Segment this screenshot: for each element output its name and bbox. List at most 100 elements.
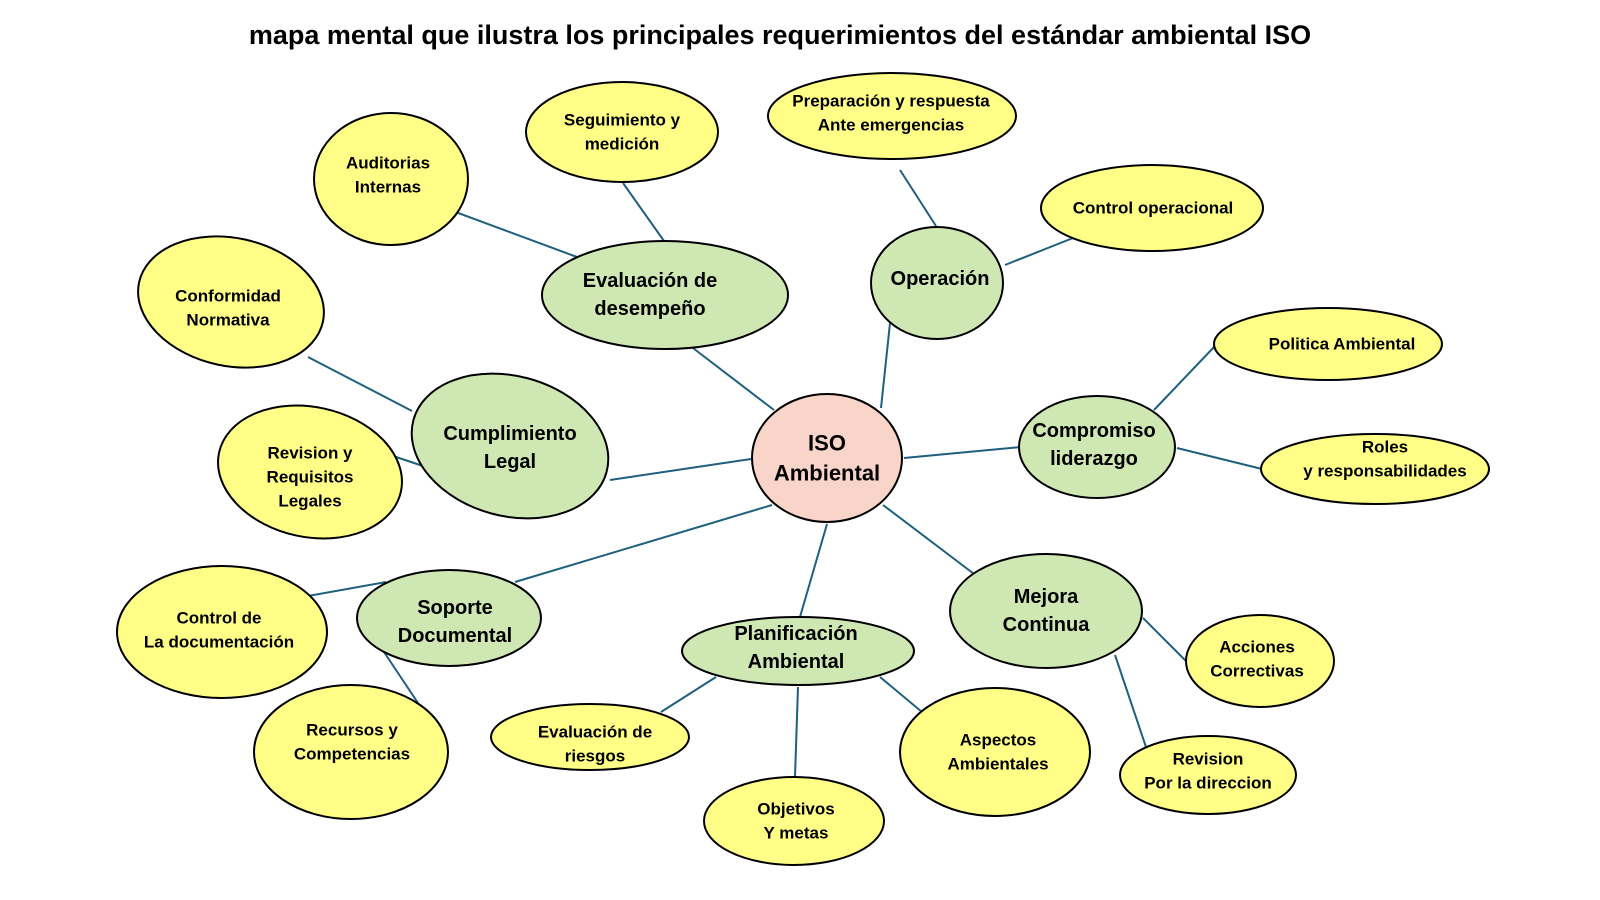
- leaf-label-line: Auditorias: [346, 154, 430, 173]
- branch-label-line: Mejora: [1014, 586, 1079, 608]
- branch-ellipse: [949, 553, 1143, 669]
- branch-label-line: Cumplimiento: [443, 423, 576, 445]
- branch-node-evaluacion: Evaluación de desempeño: [541, 240, 789, 350]
- center-ellipse: [751, 393, 903, 523]
- leaf-ellipse: [767, 72, 1017, 160]
- connector-center-planificacion: [799, 523, 828, 618]
- leaf-ellipse: [313, 112, 469, 246]
- branch-label-line: Compromiso: [1032, 420, 1155, 442]
- leaf-label-line: Legales: [278, 492, 341, 511]
- leaf-label-line: Revision: [1173, 750, 1244, 769]
- leaf-ellipse: [253, 684, 449, 820]
- leaf-node-control-operacional: Control operacional: [1040, 164, 1264, 252]
- leaf-label-line: Y metas: [764, 824, 829, 843]
- leaf-label-line: Objetivos: [757, 800, 834, 819]
- branch-label-line: Planificación: [734, 623, 857, 645]
- leaf-ellipse: [217, 404, 403, 540]
- connector-soporte-recursos: [383, 651, 419, 704]
- leaf-label-line: Control de: [177, 609, 262, 628]
- leaf-label-line: Ante emergencias: [818, 116, 964, 135]
- branch-ellipse: [681, 616, 915, 686]
- branch-node-compromiso: Compromiso liderazgo: [1018, 395, 1176, 499]
- leaf-label-line: Correctivas: [1210, 662, 1304, 681]
- branch-label-line: Ambiental: [748, 651, 845, 673]
- leaf-label-line: Evaluación de: [538, 723, 652, 742]
- leaf-ellipse: [899, 687, 1091, 817]
- connector-cumplimiento-conformidad: [307, 356, 413, 412]
- branch-ellipse: [541, 240, 789, 350]
- leaf-label-line: La documentación: [144, 633, 294, 652]
- leaf-label-line: Por la direccion: [1144, 774, 1272, 793]
- connector-center-evaluacion: [688, 344, 775, 411]
- connector-mejora-revision-direccion: [1114, 654, 1148, 751]
- leaf-ellipse: [137, 235, 325, 369]
- leaf-ellipse: [1185, 614, 1335, 708]
- leaf-node-seguimiento: Seguimiento y medición: [525, 81, 719, 183]
- leaf-label-line: Politica Ambiental: [1269, 335, 1416, 354]
- leaf-label-line: y responsabilidades: [1303, 462, 1466, 481]
- connector-center-soporte: [514, 504, 773, 583]
- branch-label-line: Soporte: [417, 597, 493, 619]
- leaf-label-line: Seguimiento y: [564, 111, 681, 130]
- leaf-label-line: Control operacional: [1073, 199, 1234, 218]
- leaf-label-line: Internas: [355, 178, 421, 197]
- leaf-label-line: Ambientales: [947, 755, 1048, 774]
- center-node-center: ISO Ambiental: [751, 393, 903, 523]
- leaf-label-line: Preparación y respuesta: [792, 92, 990, 111]
- leaf-ellipse: [1119, 735, 1297, 815]
- leaf-label-line: Revision y: [267, 444, 353, 463]
- leaf-ellipse: [1040, 164, 1264, 252]
- leaf-ellipse: [703, 776, 885, 866]
- connector-evaluacion-seguimiento: [622, 182, 665, 242]
- connector-center-compromiso: [903, 446, 1022, 459]
- branch-label-line: desempeño: [594, 298, 705, 320]
- branch-ellipse: [410, 372, 610, 520]
- leaf-ellipse: [490, 703, 690, 771]
- center-label-line: ISO: [808, 431, 846, 456]
- branch-label-line: Legal: [484, 451, 536, 473]
- branch-label-line: Evaluación de: [583, 270, 718, 292]
- branch-ellipse: [870, 226, 1004, 340]
- branch-label-line: liderazgo: [1050, 448, 1138, 470]
- connector-operacion-preparacion: [899, 169, 937, 227]
- leaf-node-politica: Politica Ambiental: [1213, 307, 1443, 381]
- connector-mejora-acciones: [1142, 617, 1187, 662]
- leaf-label-line: Competencias: [294, 745, 410, 764]
- leaf-label-line: Aspectos: [960, 731, 1037, 750]
- leaf-ellipse: [1213, 307, 1443, 381]
- leaf-node-control-documentacion: Control de La documentación: [116, 565, 328, 699]
- branch-node-operacion: Operación: [870, 226, 1004, 340]
- leaf-label-line: Acciones: [1219, 638, 1295, 657]
- connector-compromiso-politica: [1153, 345, 1216, 411]
- branch-ellipse: [356, 569, 542, 667]
- leaf-node-evaluacion-riesgos: Evaluación de riesgos: [490, 703, 690, 771]
- branch-label-line: Documental: [398, 625, 512, 647]
- branch-label-line: Continua: [1003, 614, 1091, 636]
- leaf-ellipse: [525, 81, 719, 183]
- leaf-label-line: Conformidad: [175, 287, 281, 306]
- leaf-label-line: riesgos: [565, 747, 625, 766]
- connector-operacion-control-operacional: [1004, 237, 1074, 266]
- leaf-label-line: Requisitos: [267, 468, 354, 487]
- center-label-line: Ambiental: [774, 461, 880, 486]
- leaf-node-objetivos: Objetivos Y metas: [703, 776, 885, 866]
- connector-planificacion-aspectos: [879, 676, 929, 718]
- leaf-label-line: Normativa: [186, 311, 270, 330]
- leaf-label-line: medición: [585, 135, 660, 154]
- connector-layer: [279, 169, 1263, 778]
